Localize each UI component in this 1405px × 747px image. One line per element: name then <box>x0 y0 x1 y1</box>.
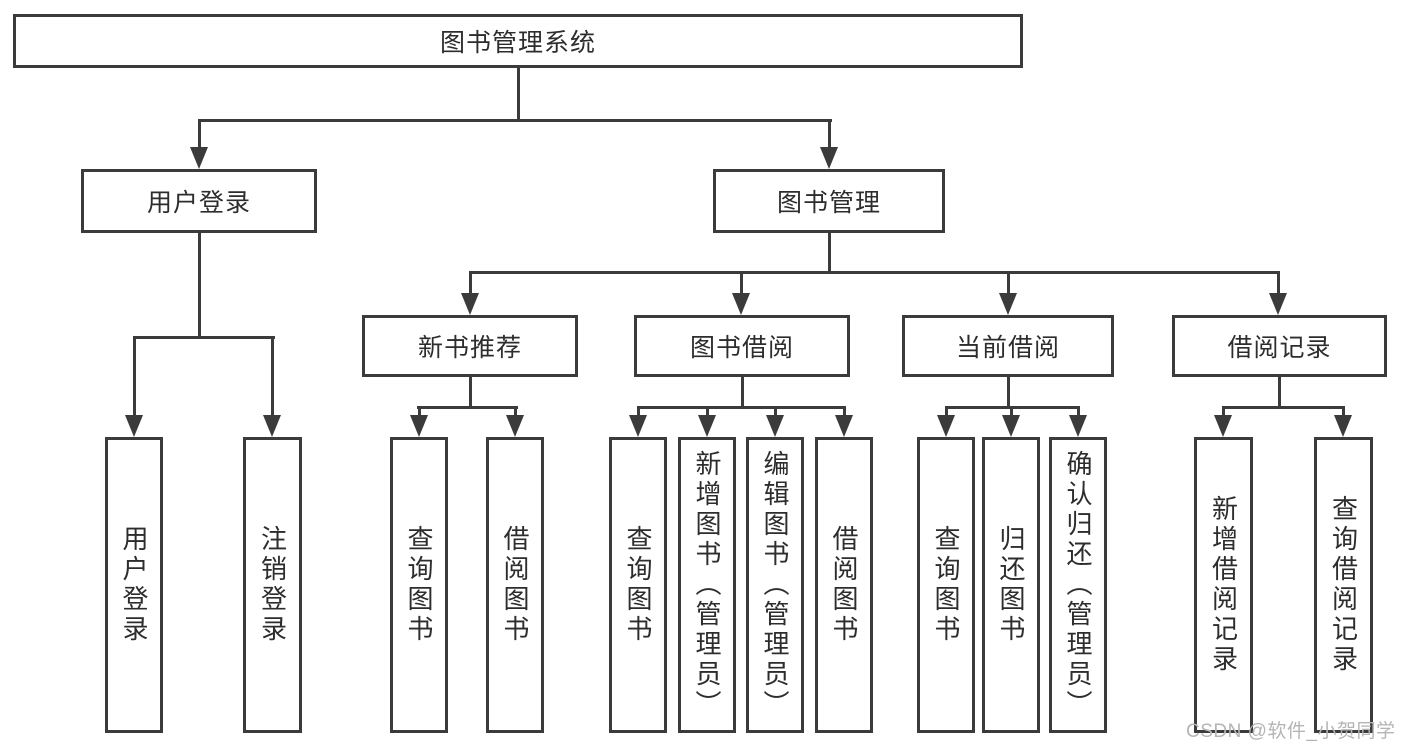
connector-sec2-drop-4 <box>843 406 846 417</box>
connector-sec3-drop-3 <box>1077 406 1080 417</box>
leaf-edit-book-admin-label: 编辑图书（管理员） <box>760 450 790 720</box>
connector-mgmt-drop-1 <box>469 271 472 297</box>
arrow-sec4-leaf-1-icon <box>1214 415 1232 437</box>
leaf-borrow-query-book: 查询图书 <box>609 437 667 733</box>
arrow-sec1-leaf-1-icon <box>410 415 428 437</box>
node-new-book-rec-label: 新书推荐 <box>417 334 522 362</box>
leaf-return-book-label: 归还图书 <box>996 525 1026 645</box>
node-current-borrow-label: 当前借阅 <box>955 334 1060 362</box>
node-new-book-rec: 新书推荐 <box>362 315 578 377</box>
leaf-logout-label: 注销登录 <box>257 525 288 645</box>
leaf-borrow-query-book-label: 查询图书 <box>623 525 653 645</box>
arrow-sec3-leaf-2-icon <box>1002 415 1020 437</box>
arrow-sec4-leaf-2-icon <box>1334 415 1352 437</box>
leaf-current-query-book-label: 查询图书 <box>931 525 961 645</box>
arrow-section-1-icon <box>461 293 479 315</box>
connector-root-drop-mgmt <box>828 119 831 151</box>
leaf-confirm-return-admin-label: 确认归还（管理员） <box>1063 450 1093 720</box>
connector-mgmt-stem <box>828 233 831 274</box>
connector-mgmt-drop-3 <box>1007 271 1010 297</box>
arrow-sec2-leaf-3-icon <box>766 415 784 437</box>
arrow-section-4-icon <box>1269 293 1287 315</box>
connector-login-rail <box>133 336 275 339</box>
connector-sec4-stem <box>1278 377 1281 409</box>
leaf-add-borrow-record-label: 新增借阅记录 <box>1208 495 1239 675</box>
leaf-edit-book-admin: 编辑图书（管理员） <box>746 437 804 733</box>
node-book-borrow-label: 图书借阅 <box>689 334 794 362</box>
arrow-sec2-leaf-2-icon <box>698 415 716 437</box>
node-book-mgmt-header: 图书管理 <box>713 169 945 233</box>
connector-sec2-drop-3 <box>774 406 777 417</box>
arrow-sec2-leaf-4-icon <box>835 415 853 437</box>
leaf-logout: 注销登录 <box>243 437 302 733</box>
leaf-add-borrow-record: 新增借阅记录 <box>1194 437 1253 733</box>
connector-sec4-drop-1 <box>1222 406 1225 417</box>
node-root: 图书管理系统 <box>13 14 1023 68</box>
node-borrow-record: 借阅记录 <box>1172 315 1387 377</box>
connector-mgmt-drop-2 <box>740 271 743 297</box>
connector-login-drop-2 <box>271 336 274 417</box>
connector-mgmt-drop-4 <box>1277 271 1280 297</box>
connector-sec3-drop-1 <box>945 406 948 417</box>
leaf-user-login-label: 用户登录 <box>119 525 149 645</box>
leaf-rec-borrow-book: 借阅图书 <box>486 437 544 733</box>
connector-sec2-rail <box>637 406 846 409</box>
connector-sec3-drop-2 <box>1010 406 1013 417</box>
csdn-watermark: CSDN @软件_小贺同学 <box>1186 721 1396 742</box>
connector-sec3-stem <box>1007 377 1010 409</box>
connector-login-stem <box>198 233 201 339</box>
arrow-login-leaf-1-icon <box>125 415 143 437</box>
arrow-sec3-leaf-1-icon <box>937 415 955 437</box>
leaf-query-borrow-record-label: 查询借阅记录 <box>1328 495 1359 675</box>
connector-root-rail <box>198 119 832 122</box>
leaf-borrow-book-label: 借阅图书 <box>829 525 859 645</box>
leaf-borrow-book: 借阅图书 <box>815 437 873 733</box>
connector-login-drop-1 <box>133 336 136 417</box>
leaf-rec-query-book-label: 查询图书 <box>404 525 434 645</box>
leaf-add-book-admin-label: 新增图书（管理员） <box>692 450 722 720</box>
arrow-to-mgmt-icon <box>820 147 838 169</box>
node-root-label: 图书管理系统 <box>439 29 596 57</box>
connector-sec1-drop-2 <box>514 406 517 417</box>
connector-mgmt-rail <box>469 271 1280 274</box>
arrow-section-2-icon <box>732 293 750 315</box>
connector-sec2-drop-1 <box>637 406 640 417</box>
arrow-to-login-icon <box>190 147 208 169</box>
node-user-login-header: 用户登录 <box>81 169 317 233</box>
leaf-user-login: 用户登录 <box>105 437 163 733</box>
arrow-sec1-leaf-2-icon <box>506 415 524 437</box>
connector-sec1-drop-1 <box>418 406 421 417</box>
connector-sec1-rail <box>417 406 518 409</box>
connector-root-drop-login <box>198 119 201 151</box>
leaf-current-query-book: 查询图书 <box>917 437 975 733</box>
node-user-login-header-label: 用户登录 <box>146 189 251 217</box>
connector-sec2-drop-2 <box>706 406 709 417</box>
connector-root-stem <box>517 68 520 122</box>
connector-sec4-drop-2 <box>1342 406 1345 417</box>
leaf-rec-borrow-book-label: 借阅图书 <box>500 525 530 645</box>
node-book-mgmt-header-label: 图书管理 <box>776 189 881 217</box>
leaf-rec-query-book: 查询图书 <box>390 437 448 733</box>
node-current-borrow: 当前借阅 <box>902 315 1114 377</box>
leaf-query-borrow-record: 查询借阅记录 <box>1314 437 1373 733</box>
arrow-section-3-icon <box>999 293 1017 315</box>
node-book-borrow: 图书借阅 <box>634 315 850 377</box>
leaf-return-book: 归还图书 <box>982 437 1040 733</box>
arrow-sec3-leaf-3-icon <box>1069 415 1087 437</box>
connector-sec4-rail <box>1222 406 1344 409</box>
arrow-sec2-leaf-1-icon <box>629 415 647 437</box>
leaf-add-book-admin: 新增图书（管理员） <box>678 437 736 733</box>
connector-sec2-stem <box>741 377 744 409</box>
arrow-login-leaf-2-icon <box>263 415 281 437</box>
leaf-confirm-return-admin: 确认归还（管理员） <box>1049 437 1107 733</box>
node-borrow-record-label: 借阅记录 <box>1227 334 1332 362</box>
connector-sec1-stem <box>469 377 472 409</box>
